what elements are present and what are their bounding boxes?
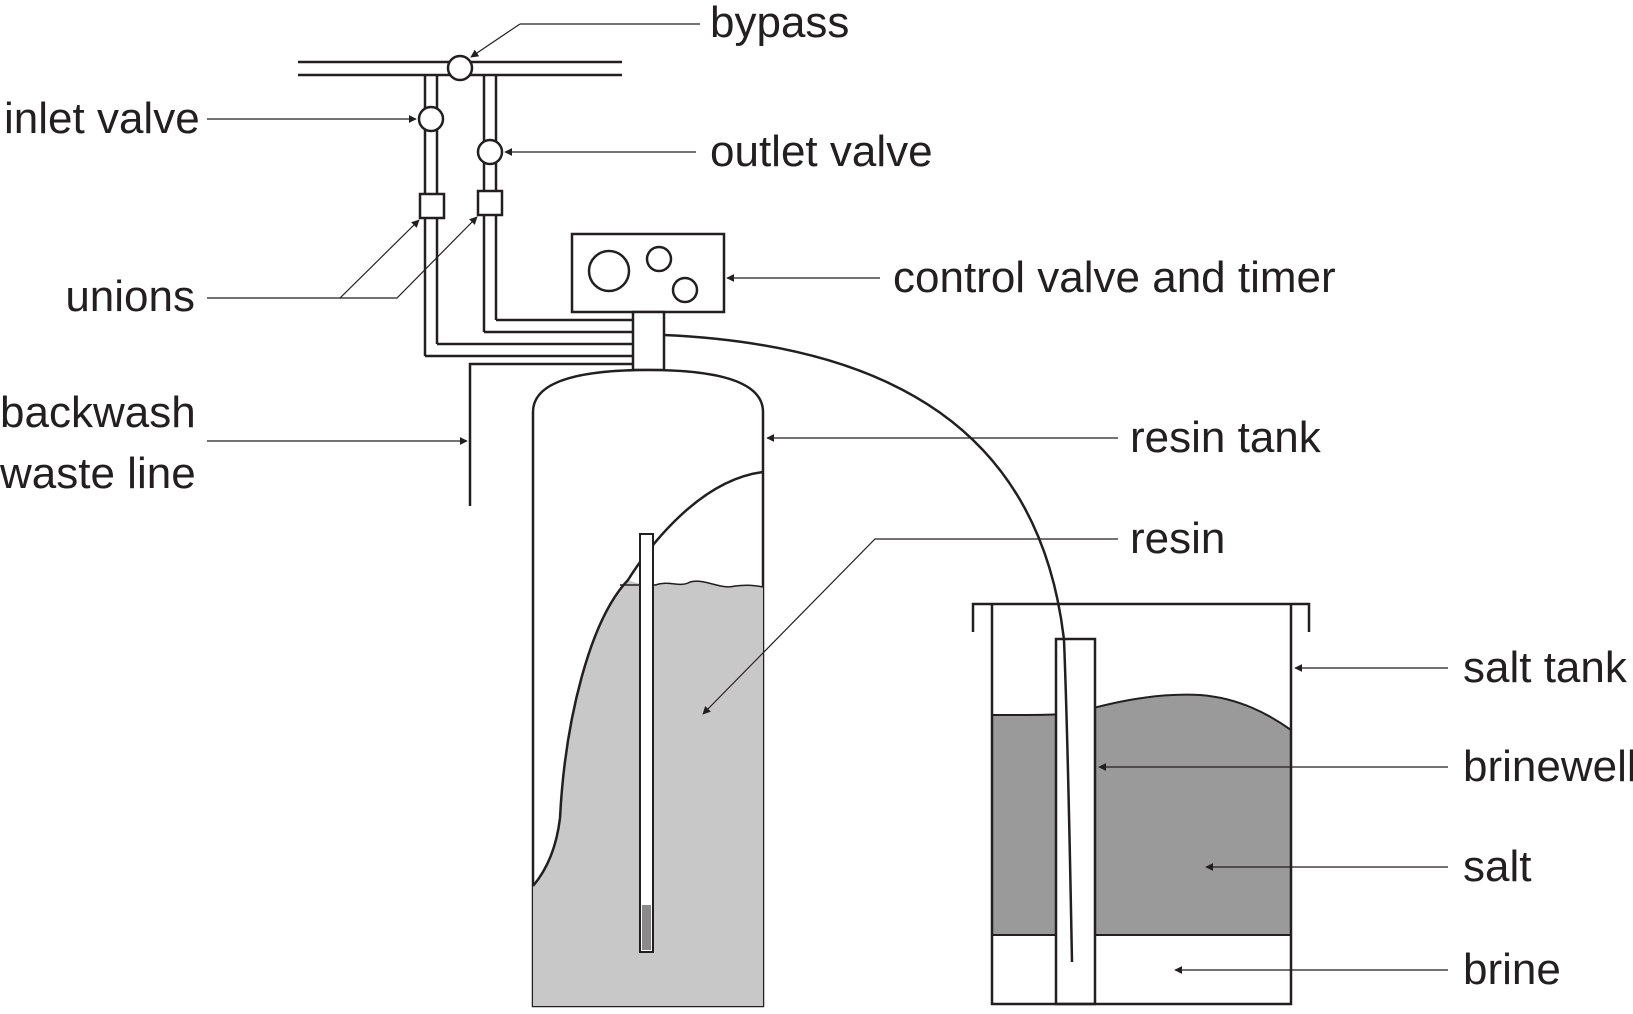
resin-tank-cutaway: [532, 470, 764, 887]
brine-pickup: [1062, 639, 1074, 963]
leader-resin: [702, 538, 1118, 715]
backwash-waste-line: [468, 362, 633, 506]
control-valve-stem: [631, 310, 666, 372]
label-outlet-valve: outlet valve: [710, 127, 933, 176]
label-resin-tank: resin tank: [1130, 413, 1322, 462]
salt-tank-body: [971, 602, 1311, 1006]
leader-lines: [207, 23, 1448, 974]
distributor-screen: [642, 905, 651, 950]
label-backwash-line2: waste line: [0, 449, 196, 498]
label-salt-tank: salt tank: [1463, 643, 1628, 692]
label-inlet-valve: inlet valve: [4, 94, 200, 143]
label-control-valve: control valve and timer: [893, 253, 1336, 302]
label-brine: brine: [1463, 945, 1561, 994]
timer-dial-large: [587, 249, 631, 293]
inlet-pipe: [423, 75, 633, 358]
timer-dial-small: [671, 276, 699, 304]
label-unions: unions: [65, 272, 195, 321]
leader-unions-2: [340, 216, 478, 299]
leader-unions-1: [207, 219, 420, 299]
label-bypass: bypass: [710, 0, 849, 47]
distributor-tube: [639, 533, 654, 953]
union-inlet: [418, 192, 446, 220]
timer-dial-small: [645, 245, 673, 273]
inlet-valve: [417, 105, 445, 133]
label-backwash-line1: backwash: [0, 388, 196, 437]
brinewell-tube: [1054, 637, 1097, 1006]
bypass-valve: [446, 54, 474, 82]
label-resin: resin: [1130, 514, 1225, 563]
salt-surface: [991, 693, 1292, 731]
outlet-valve: [476, 138, 504, 166]
label-brinewell: brinewell: [1463, 742, 1633, 791]
label-salt: salt: [1463, 842, 1531, 891]
salt-fill: [992, 694, 1291, 935]
union-outlet: [476, 189, 504, 217]
leader-bypass-arrow: [470, 23, 521, 58]
